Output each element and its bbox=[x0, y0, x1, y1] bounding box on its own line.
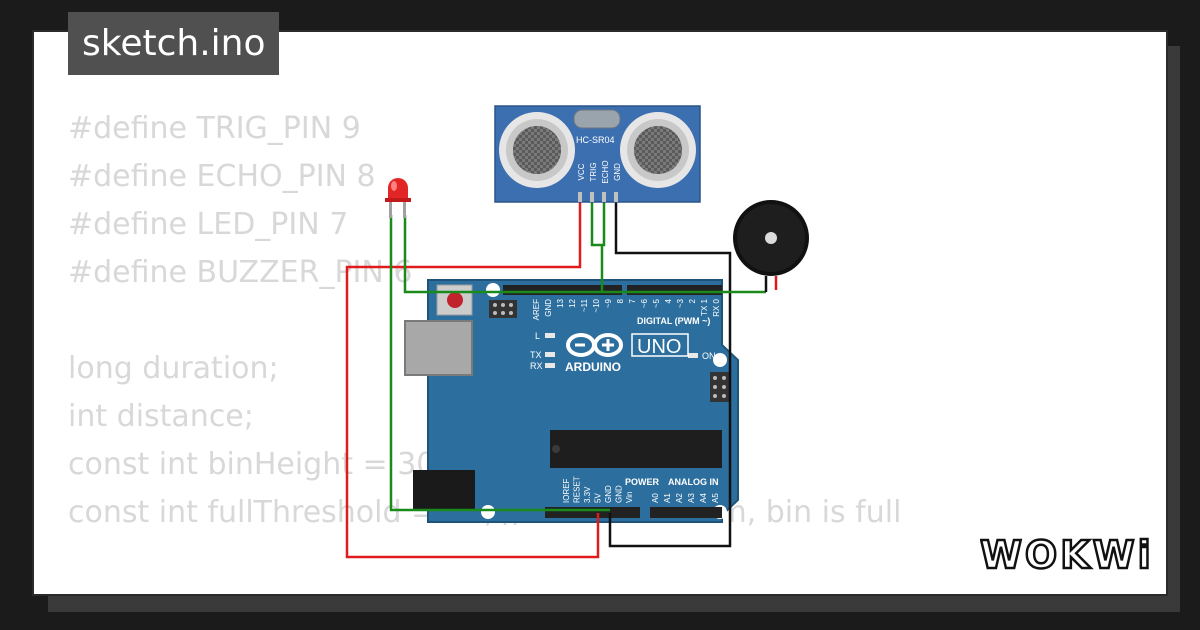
digital-pin-label: ~3 bbox=[676, 298, 685, 308]
digital-pin-label: 8 bbox=[616, 298, 625, 303]
analog-pin-label: A0 bbox=[651, 493, 660, 503]
sensor-label: HC-SR04 bbox=[576, 135, 615, 145]
power-pin-label: 3.3V bbox=[583, 486, 592, 503]
power-pin-label: RESET bbox=[573, 476, 582, 503]
code-line: #define ECHO_PIN 8 bbox=[68, 159, 376, 194]
digital-pin-label: ~9 bbox=[604, 298, 613, 308]
sensor-pin-label: VCC bbox=[577, 163, 586, 180]
digital-pin-label: ~10 bbox=[592, 298, 601, 312]
rx-led-label: RX bbox=[530, 361, 543, 371]
atmega-chip bbox=[550, 430, 722, 468]
digital-header bbox=[503, 285, 722, 295]
sensor-pin-label: ECHO bbox=[601, 160, 610, 183]
mounting-hole bbox=[486, 283, 500, 297]
code-line: void setup() { bbox=[68, 585, 901, 594]
digital-pin-label: RX 0 bbox=[712, 298, 721, 316]
power-jack bbox=[413, 470, 475, 510]
power-header bbox=[545, 507, 640, 518]
l-led-label: L bbox=[535, 331, 540, 341]
mounting-hole bbox=[481, 505, 495, 519]
sensor-pin-label: TRIG bbox=[589, 162, 598, 181]
digital-pin-label: 12 bbox=[568, 298, 577, 307]
tx-led bbox=[545, 352, 555, 357]
piezo-buzzer[interactable] bbox=[733, 200, 809, 276]
digital-pin-label: 2 bbox=[688, 298, 697, 303]
power-pin-label: IOREF bbox=[562, 478, 571, 503]
digital-pin-label: AREF bbox=[532, 299, 541, 320]
on-led-label: ON bbox=[702, 351, 716, 361]
arduino-infinity-logo bbox=[566, 333, 623, 357]
power-header-label: POWER bbox=[625, 477, 660, 487]
wokwi-logo-text: WOKWi bbox=[980, 533, 1150, 577]
wire-led-cathode bbox=[389, 215, 610, 512]
file-tab[interactable]: sketch.ino bbox=[68, 12, 280, 75]
digital-header-label: DIGITAL (PWM ~) bbox=[637, 316, 710, 326]
analog-pin-label: A3 bbox=[687, 493, 696, 503]
transducer-left bbox=[499, 112, 575, 188]
code-line: int distance; bbox=[68, 399, 254, 434]
wire-gnd-black bbox=[608, 200, 732, 548]
transducer-right bbox=[620, 112, 696, 188]
digital-pin-label: 7 bbox=[628, 298, 637, 303]
sensor-pin-label: GND bbox=[613, 163, 622, 181]
code-line: long duration; bbox=[68, 351, 279, 386]
l-led bbox=[545, 333, 555, 338]
digital-pin-label: ~6 bbox=[640, 298, 649, 308]
wire-vcc-red bbox=[345, 200, 600, 559]
uno-label: UNO bbox=[637, 336, 681, 358]
power-pin-label: 5V bbox=[594, 493, 603, 503]
digital-pin-label: GND bbox=[544, 299, 553, 317]
digital-pin-label: ~11 bbox=[580, 298, 589, 312]
wokwi-logo: WOKWi bbox=[980, 532, 1150, 578]
crystal bbox=[573, 109, 621, 129]
icsp-header bbox=[489, 300, 517, 318]
digital-pin-label: 13 bbox=[556, 298, 565, 307]
wire-trig-green bbox=[590, 200, 604, 292]
rx-led bbox=[545, 363, 555, 368]
code-line: const int binHeight = 30; bbox=[68, 447, 446, 482]
usb-port bbox=[404, 320, 473, 376]
uno-frame bbox=[631, 333, 689, 357]
mounting-hole bbox=[713, 353, 727, 367]
code-line: #define TRIG_PIN 9 bbox=[68, 111, 361, 146]
arduino-uno-board[interactable]: ON L TX RX UNO ARDUINO DIGITAL (PWM ~) P… bbox=[404, 279, 739, 523]
digital-pin-label: 4 bbox=[664, 298, 673, 303]
code-line: #define BUZZER_PIN 6 bbox=[68, 255, 413, 290]
analog-pin-label: A5 bbox=[711, 493, 720, 503]
arduino-brand-label: ARDUINO bbox=[565, 360, 621, 374]
analog-pin-label: A4 bbox=[699, 493, 708, 503]
digital-pin-label: TX 1 bbox=[700, 298, 709, 315]
reset-button[interactable] bbox=[436, 284, 473, 316]
analog-header bbox=[650, 507, 722, 518]
on-led bbox=[688, 353, 698, 358]
analog-pin-label: A1 bbox=[663, 493, 672, 503]
red-led[interactable] bbox=[385, 178, 411, 218]
sensor-pins bbox=[578, 192, 618, 202]
power-pin-label: GND bbox=[615, 485, 624, 503]
power-pin-label: Vin bbox=[625, 492, 634, 503]
analog-header-label: ANALOG IN bbox=[668, 477, 719, 487]
digital-pin-label: ~5 bbox=[652, 298, 661, 308]
tx-led-label: TX bbox=[530, 350, 542, 360]
analog-pin-label: A2 bbox=[675, 493, 684, 503]
wire-led-anode bbox=[403, 215, 766, 294]
power-pin-label: GND bbox=[604, 485, 613, 503]
wires bbox=[345, 200, 778, 559]
code-line: #define LED_PIN 7 bbox=[68, 207, 349, 242]
wire-echo-green bbox=[602, 200, 606, 247]
icsp-header-right bbox=[710, 372, 730, 402]
